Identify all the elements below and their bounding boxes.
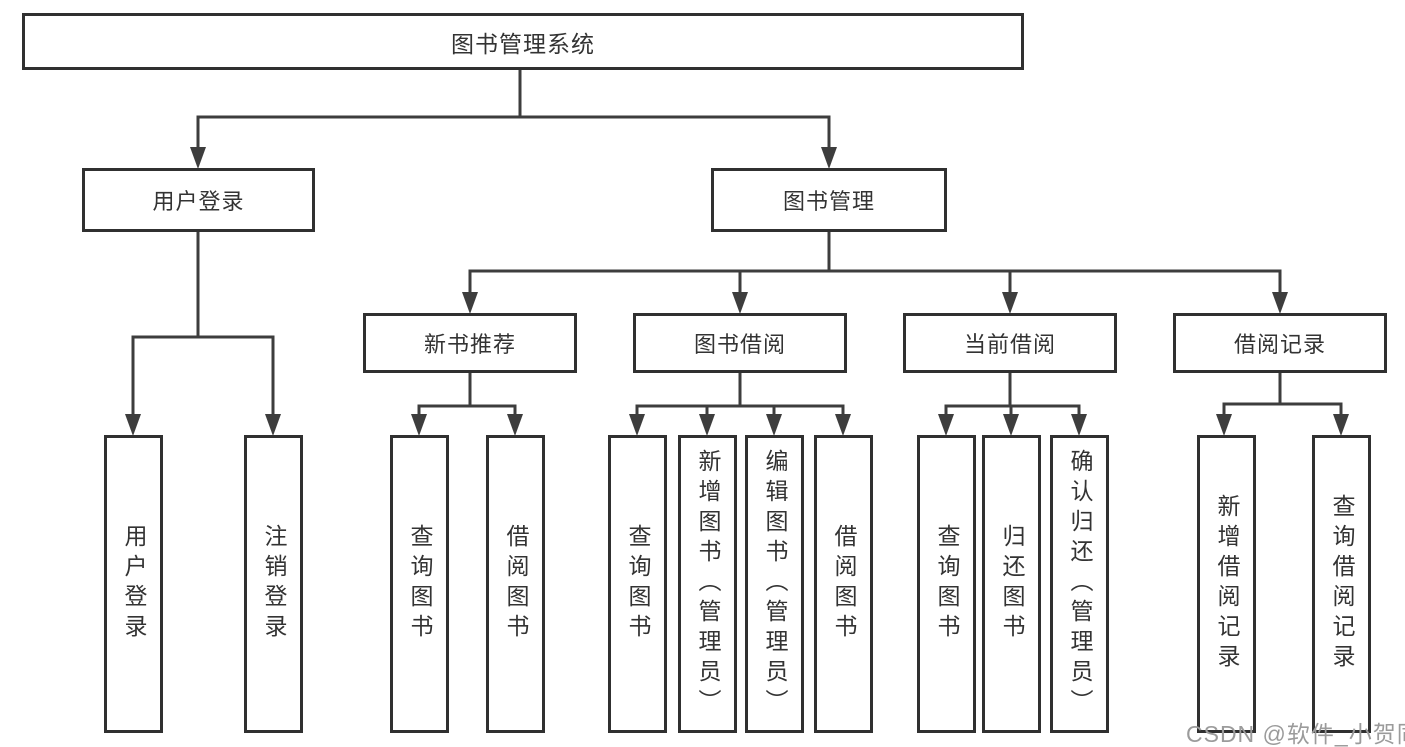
node-label: 编辑图书（管理员） [762,449,788,719]
node-label: 用户登录 [121,524,147,644]
node-label: 注销登录 [261,524,287,644]
node-query-books-1: 查询图书 [390,435,449,733]
node-confirm-return-admin: 确认归还（管理员） [1050,435,1109,733]
node-add-books-admin: 新增图书（管理员） [678,435,737,733]
node-label: 用户登录 [152,189,245,214]
node-edit-books-admin: 编辑图书（管理员） [745,435,804,733]
node-new-book-recommendation: 新书推荐 [363,313,577,373]
node-query-books-2: 查询图书 [608,435,667,733]
node-borrow-books-1: 借阅图书 [486,435,545,733]
node-label: 图书借阅 [693,332,786,357]
node-current-borrowing: 当前借阅 [903,313,1117,373]
node-query-books-3: 查询图书 [917,435,976,733]
node-return-books: 归还图书 [982,435,1041,733]
node-add-borrow-record: 新增借阅记录 [1197,435,1256,733]
node-label: 借阅记录 [1233,332,1326,357]
connector-arrowheads [125,147,1349,436]
node-label: 图书管理系统 [451,30,595,57]
node-label: 查询借阅记录 [1329,494,1355,674]
node-label: 借阅图书 [503,524,529,644]
node-label: 新书推荐 [423,332,516,357]
node-logout-action: 注销登录 [244,435,303,733]
node-borrowing-records: 借阅记录 [1173,313,1387,373]
node-book-management: 图书管理 [711,168,947,232]
node-label: 确认归还（管理员） [1067,449,1093,719]
node-query-borrow-record: 查询借阅记录 [1312,435,1371,733]
node-label: 当前借阅 [963,332,1056,357]
node-label: 查询图书 [407,524,433,644]
node-label: 借阅图书 [831,524,857,644]
connector-segments [131,70,1343,415]
node-label: 新增借阅记录 [1214,494,1240,674]
node-label: 归还图书 [999,524,1025,644]
node-label: 新增图书（管理员） [695,449,721,719]
node-user-login: 用户登录 [82,168,315,232]
node-label: 图书管理 [782,189,875,214]
node-label: 查询图书 [625,524,651,644]
node-user-login-action: 用户登录 [104,435,163,733]
node-borrow-books-2: 借阅图书 [814,435,873,733]
node-library-management-system: 图书管理系统 [22,13,1024,70]
node-book-borrowing: 图书借阅 [633,313,847,373]
node-label: 查询图书 [934,524,960,644]
csdn-watermark: CSDN @软件_小贺同学 [1186,721,1405,747]
